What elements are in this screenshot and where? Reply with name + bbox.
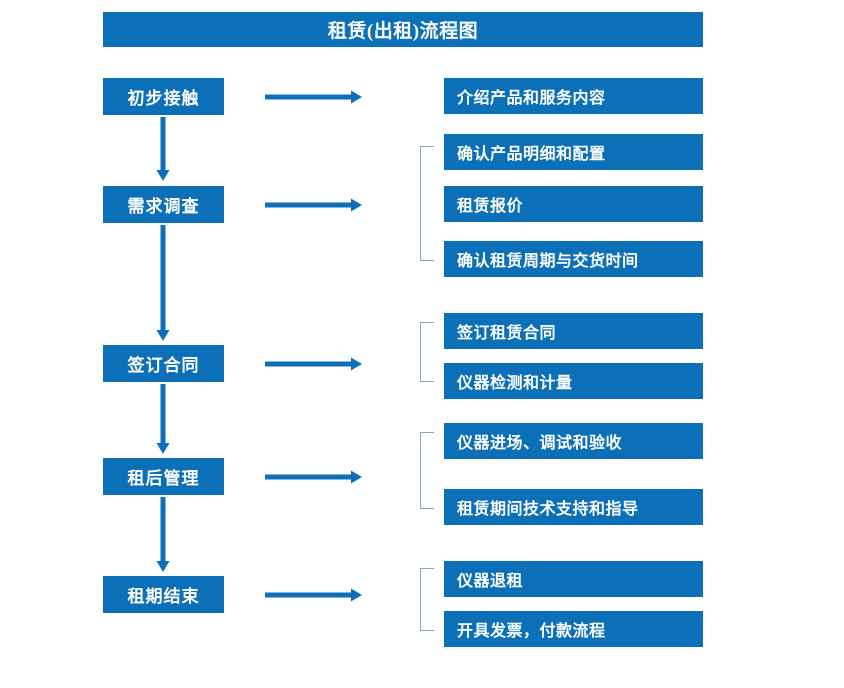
detail-box-5[interactable]: 签订租赁合同 [444,313,703,349]
arrow-to-intro [265,89,362,105]
arrow-post-rental-to-end [155,497,171,572]
arrow-to-post-rental [265,469,362,485]
detail-box-8[interactable]: 租赁期间技术支持和指导 [444,489,703,525]
bracket-post-rental [420,432,434,509]
arrow-initial-to-requirements [155,117,171,181]
bracket-requirements [420,146,434,261]
stage-box-1[interactable]: 初步接触 [103,78,224,115]
stage-box-3[interactable]: 签订合同 [103,345,224,382]
detail-box-7[interactable]: 仪器进场、调试和验收 [444,423,703,459]
arrow-requirements-to-contract [155,225,171,341]
stage-box-5[interactable]: 租期结束 [103,576,224,613]
bracket-end-of-term [420,568,434,631]
detail-box-6[interactable]: 仪器检测和计量 [444,363,703,399]
arrow-to-requirements [265,197,362,213]
detail-box-1[interactable]: 介绍产品和服务内容 [444,78,703,114]
arrow-contract-to-post-rental [155,384,171,454]
detail-box-9[interactable]: 仪器退租 [444,561,703,597]
detail-box-3[interactable]: 租赁报价 [444,186,703,222]
diagram-title: 租赁(出租)流程图 [103,12,703,47]
arrow-to-end-of-term [265,587,362,603]
detail-box-2[interactable]: 确认产品明细和配置 [444,134,703,170]
detail-box-4[interactable]: 确认租赁周期与交货时间 [444,241,703,277]
stage-box-4[interactable]: 租后管理 [103,458,224,495]
arrow-to-contract [265,356,362,372]
detail-box-10[interactable]: 开具发票，付款流程 [444,611,703,647]
stage-box-2[interactable]: 需求调查 [103,186,224,223]
bracket-contract [420,322,434,382]
